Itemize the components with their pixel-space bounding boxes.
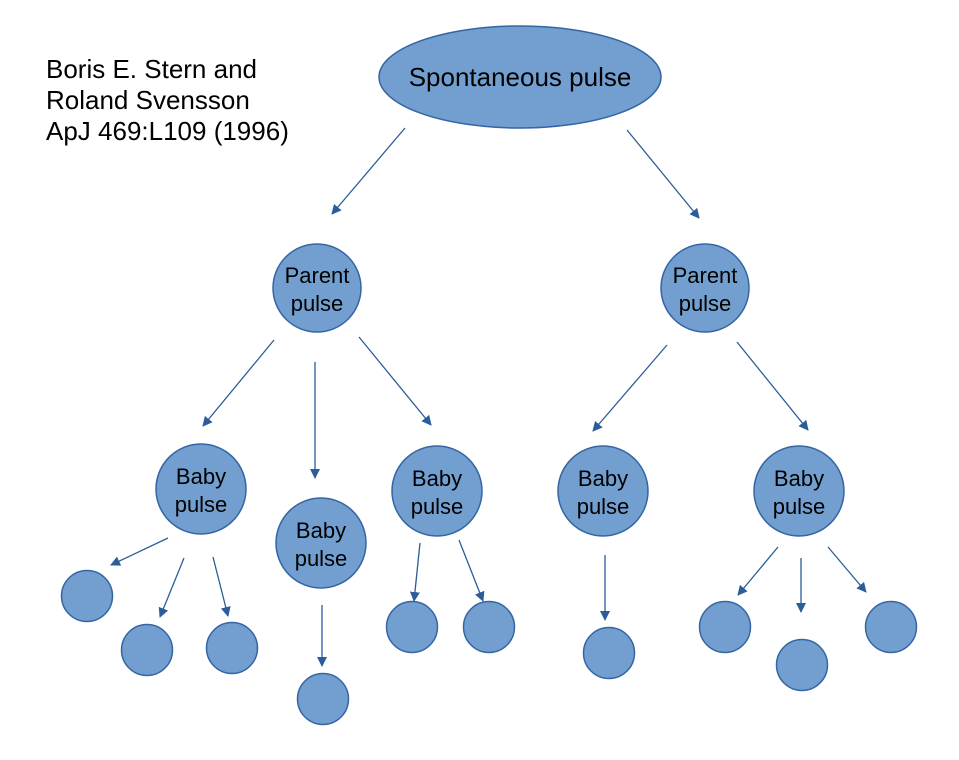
baby-node-1-label-line1: Baby [176, 464, 226, 489]
baby-node-5-label-line2: pulse [773, 494, 826, 519]
baby-node-4-label-line2: pulse [577, 494, 630, 519]
parent-node-2-label-line2: pulse [679, 291, 732, 316]
leaf-pulse-node [205, 621, 259, 675]
baby-node-4-label-line1: Baby [578, 466, 628, 491]
parent-node-1-label-line1: Parent [285, 263, 350, 288]
arrow-edge [202, 339, 275, 427]
arrow-edge [331, 127, 406, 215]
baby-node-1: Baby pulse [155, 443, 247, 535]
parent-node-1-circle [272, 243, 362, 333]
baby-node-2-label-line1: Baby [296, 518, 346, 543]
arrow-edge [736, 341, 809, 431]
baby-node-3: Baby pulse [391, 445, 483, 537]
citation-line-authors: Boris E. Stern and [46, 54, 257, 84]
baby-node-5-circle [753, 445, 845, 537]
leaf-pulse-node [385, 600, 439, 654]
baby-node-2: Baby pulse [275, 497, 367, 589]
baby-node-4-circle [557, 445, 649, 537]
parent-node-2: Parent pulse [660, 243, 750, 333]
edges-group [110, 127, 867, 667]
parent-node-1-label-line2: pulse [291, 291, 344, 316]
arrow-edge [827, 546, 867, 593]
arrow-edge [592, 344, 668, 432]
leaf-pulse-node [120, 623, 174, 677]
baby-node-3-label-line2: pulse [411, 494, 464, 519]
baby-node-4: Baby pulse [557, 445, 649, 537]
baby-node-2-label-line2: pulse [295, 546, 348, 571]
root-ellipse [378, 25, 662, 129]
arrow-edge [110, 537, 169, 566]
parent-node-2-label-line1: Parent [673, 263, 738, 288]
arrow-edge [409, 542, 421, 602]
arrow-edge [158, 557, 185, 618]
leaf-pulse-node [775, 638, 829, 692]
arrow-edge [358, 336, 432, 426]
baby-node-2-circle [275, 497, 367, 589]
leaf-pulse-node [60, 569, 114, 623]
root-label: Spontaneous pulse [409, 62, 632, 92]
leaf-pulse-node [582, 626, 636, 680]
leaf-pulse-node [296, 672, 350, 726]
leaf-pulse-node [864, 600, 918, 654]
citation-line-reference: ApJ 469:L109 (1996) [46, 116, 289, 146]
citation-line-authors-cont: Roland Svensson [46, 85, 250, 115]
parent-node-2-circle [660, 243, 750, 333]
parent-node-1: Parent pulse [272, 243, 362, 333]
baby-node-1-label-line2: pulse [175, 492, 228, 517]
arrow-edge [458, 539, 485, 602]
baby-node-3-circle [391, 445, 483, 537]
citation: Boris E. Stern and Roland Svensson ApJ 4… [46, 54, 289, 147]
baby-node-5: Baby pulse [753, 445, 845, 537]
arrow-edge [737, 546, 779, 596]
leaf-pulse-node [698, 600, 752, 654]
baby-node-1-circle [155, 443, 247, 535]
nodes-group: Spontaneous pulseParentpulseParentpulseB… [60, 25, 918, 726]
leaf-pulse-node [462, 600, 516, 654]
root-node-spontaneous-pulse: Spontaneous pulse [378, 25, 662, 129]
arrow-edge [626, 129, 700, 219]
baby-node-3-label-line1: Baby [412, 466, 462, 491]
arrow-edge [212, 556, 231, 617]
baby-node-5-label-line1: Baby [774, 466, 824, 491]
